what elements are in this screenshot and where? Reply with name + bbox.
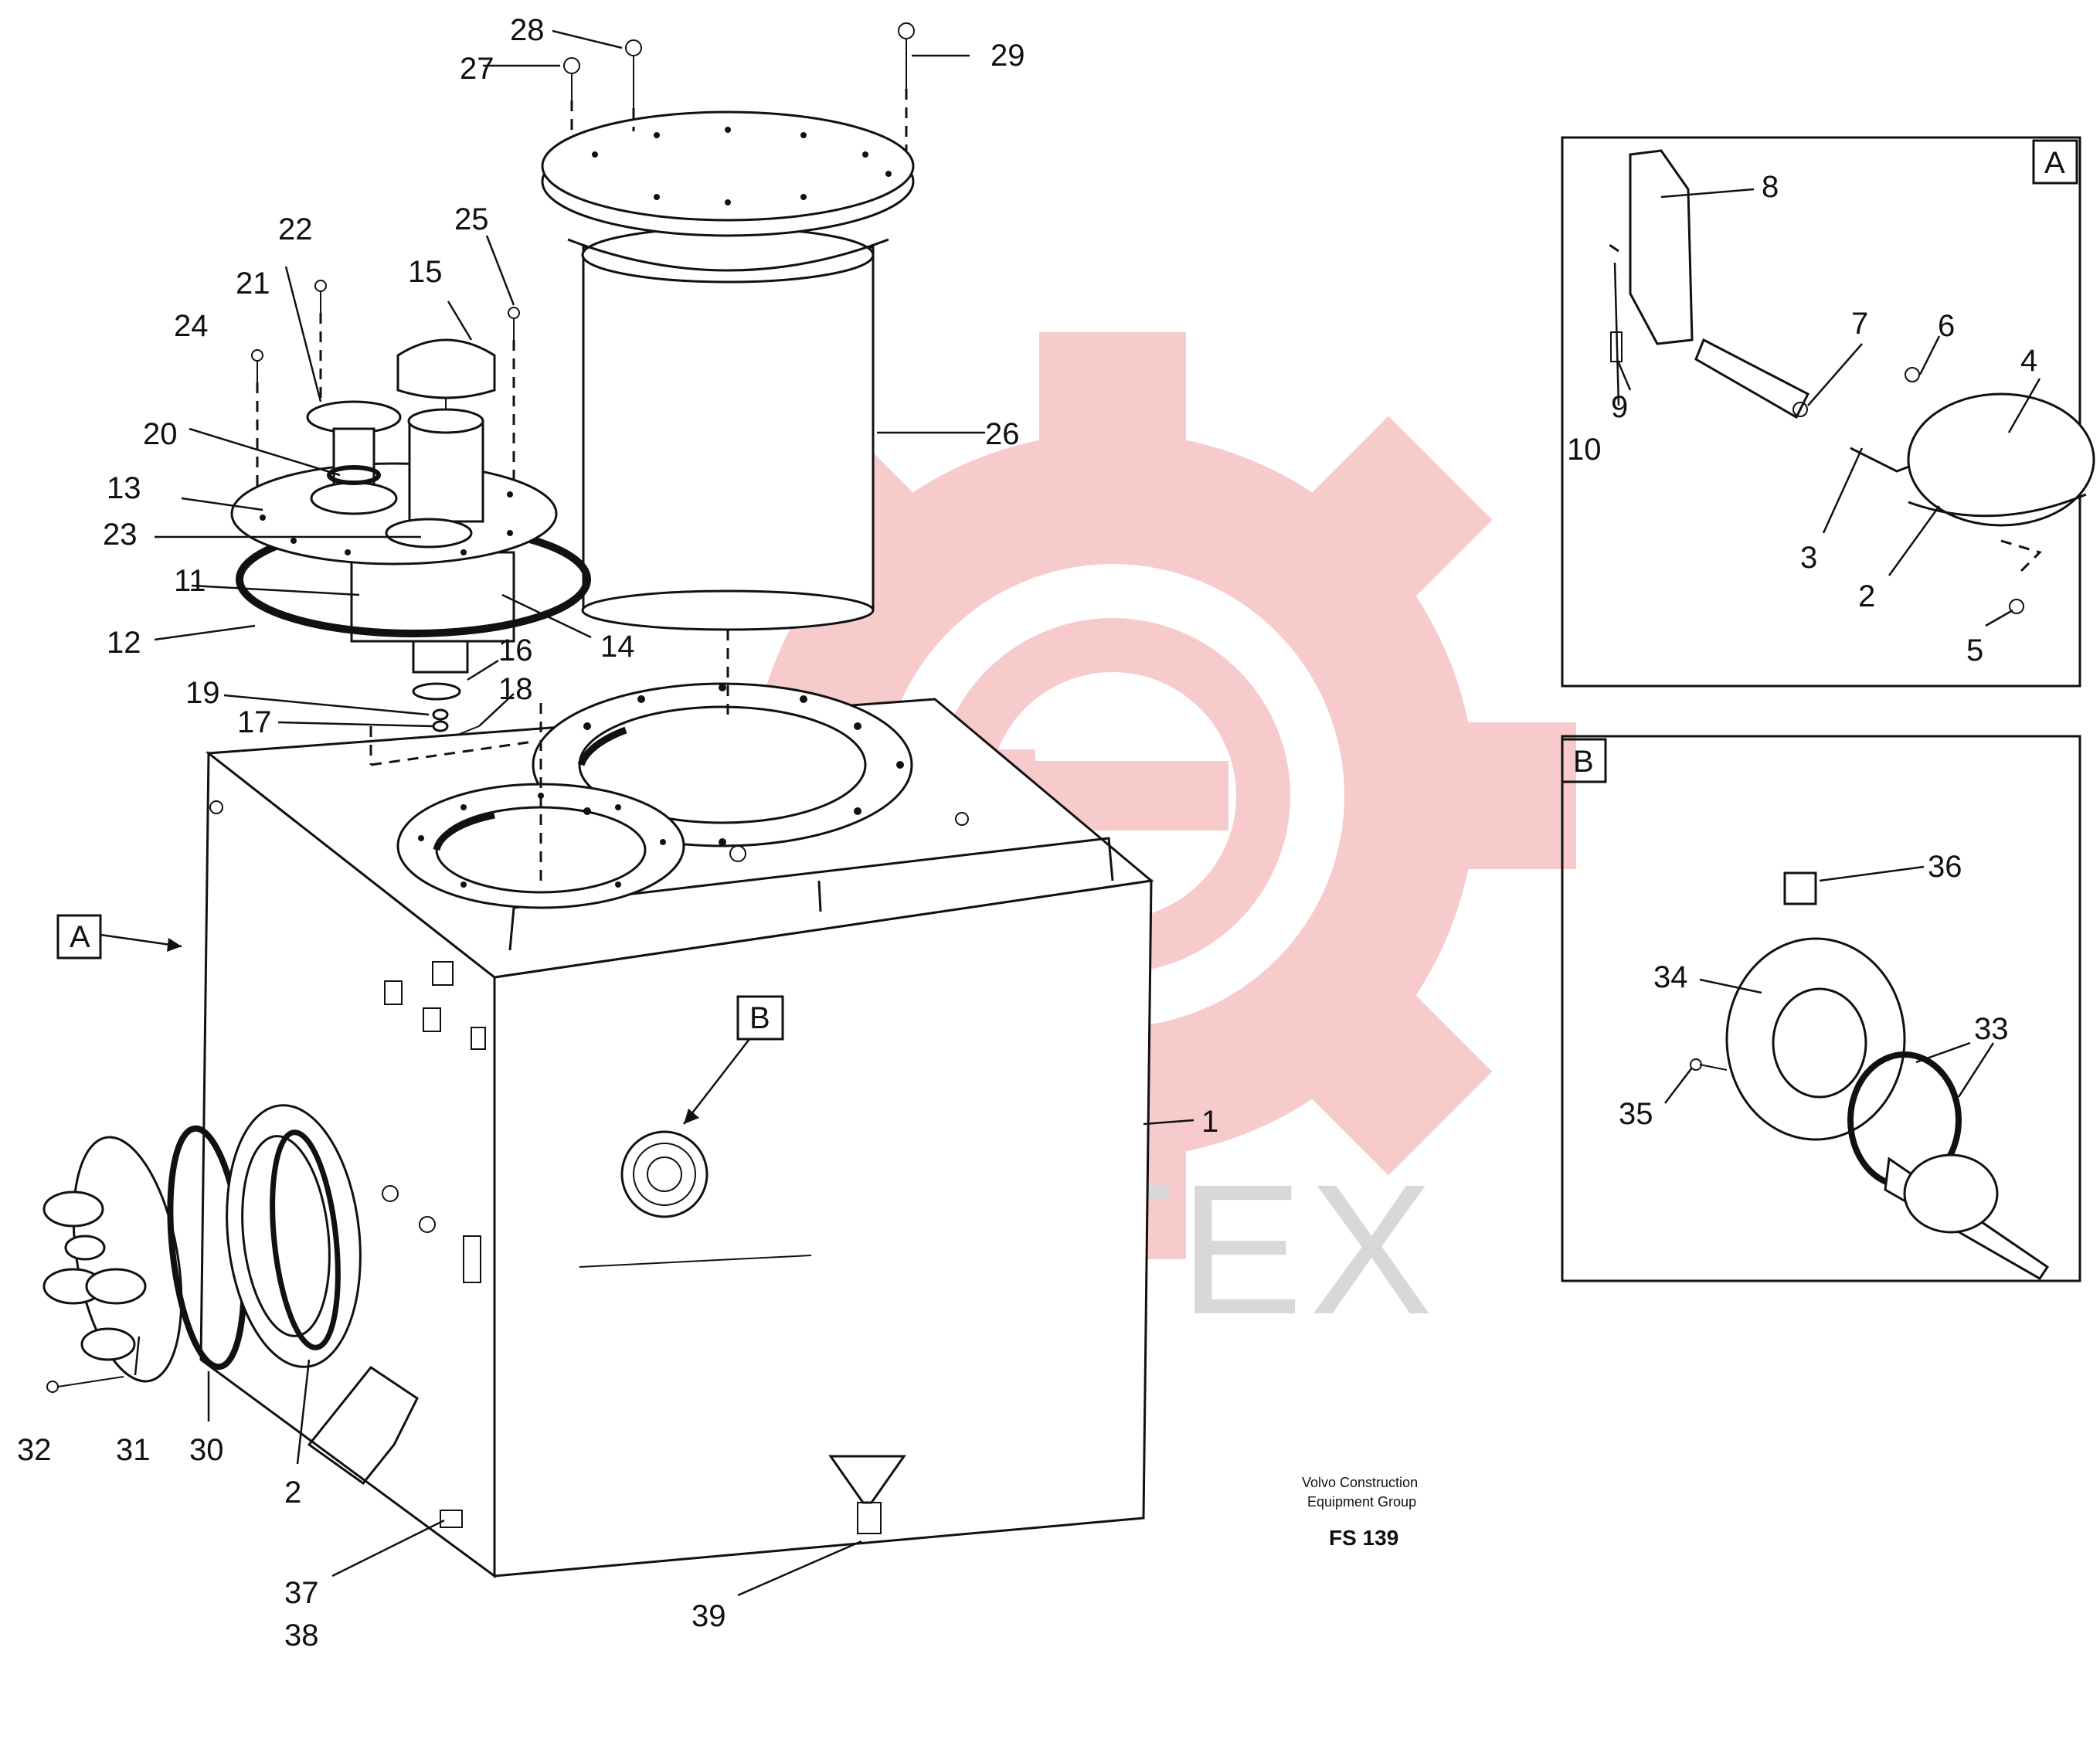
detail-inset-a: A (1561, 136, 2095, 688)
callout-32: 32 (17, 1433, 52, 1467)
bolt-29 (898, 22, 915, 89)
credit-block: Volvo Construction Equipment Group FS 13… (1302, 1475, 1418, 1550)
callout-4: 4 (2020, 344, 2037, 378)
detail-inset-b: B (1561, 735, 2081, 1282)
callout-24: 24 (174, 309, 209, 343)
callout-3: 3 (1800, 541, 1817, 575)
svg-text:B: B (749, 1001, 770, 1035)
callout-11: 11 (174, 564, 206, 598)
callout-22: 22 (278, 212, 313, 246)
callout-numbers: 1 2 2 3 4 5 6 7 8 9 10 11 12 13 14 15 16… (17, 13, 2037, 1652)
inset-a-title: A (2044, 146, 2065, 180)
callout-16: 16 (498, 633, 533, 667)
callout-29: 29 (991, 39, 1025, 73)
callout-12: 12 (107, 626, 141, 660)
leader-lines (134, 29, 2041, 1597)
credit-line-2: Equipment Group (1307, 1494, 1416, 1510)
callout-9: 9 (1611, 390, 1628, 424)
callout-1: 1 (1201, 1105, 1218, 1139)
callout-30: 30 (189, 1433, 224, 1467)
callout-2-main: 2 (284, 1476, 301, 1510)
marker-a: A (56, 914, 182, 960)
callout-37: 37 (284, 1576, 319, 1610)
figure-code: FS 139 (1329, 1526, 1398, 1550)
svg-text:A: A (70, 920, 90, 954)
callout-13: 13 (107, 471, 141, 505)
callout-38: 38 (284, 1618, 319, 1652)
callout-28: 28 (510, 13, 545, 47)
callout-33: 33 (1974, 1012, 2009, 1046)
callout-23: 23 (103, 518, 138, 552)
callout-8: 8 (1762, 170, 1779, 204)
callout-21: 21 (236, 267, 270, 301)
callout-10: 10 (1567, 433, 1602, 467)
callout-34: 34 (1653, 960, 1688, 994)
callout-2-inset-a: 2 (1858, 579, 1875, 613)
tank-front-face (493, 879, 1153, 1578)
callout-7: 7 (1851, 307, 1868, 341)
callout-39: 39 (692, 1599, 726, 1633)
inspection-cover (620, 1130, 708, 1218)
callout-26: 26 (985, 417, 1020, 451)
filter-cartridge (541, 110, 915, 631)
callout-18: 18 (498, 672, 533, 706)
callout-6: 6 (1938, 309, 1955, 343)
breather-assembly (230, 280, 591, 735)
callout-35: 35 (1619, 1097, 1653, 1131)
callout-20: 20 (143, 417, 178, 451)
callout-15: 15 (408, 255, 443, 289)
callout-31: 31 (116, 1433, 151, 1467)
callout-36: 36 (1928, 850, 1962, 884)
bolt-27 (563, 57, 580, 100)
callout-19: 19 (185, 676, 220, 710)
callout-25: 25 (454, 202, 489, 236)
hydraulic-tank (199, 682, 1154, 1578)
inset-b-title: B (1573, 745, 1594, 779)
credit-line-1: Volvo Construction (1302, 1475, 1418, 1490)
return-cover-assembly (42, 1104, 362, 1393)
marker-b: B (683, 995, 784, 1125)
callout-5: 5 (1966, 633, 1983, 667)
callout-14: 14 (600, 630, 635, 664)
callout-27: 27 (460, 52, 494, 86)
callout-17: 17 (237, 705, 272, 739)
bolt-28 (625, 39, 642, 108)
